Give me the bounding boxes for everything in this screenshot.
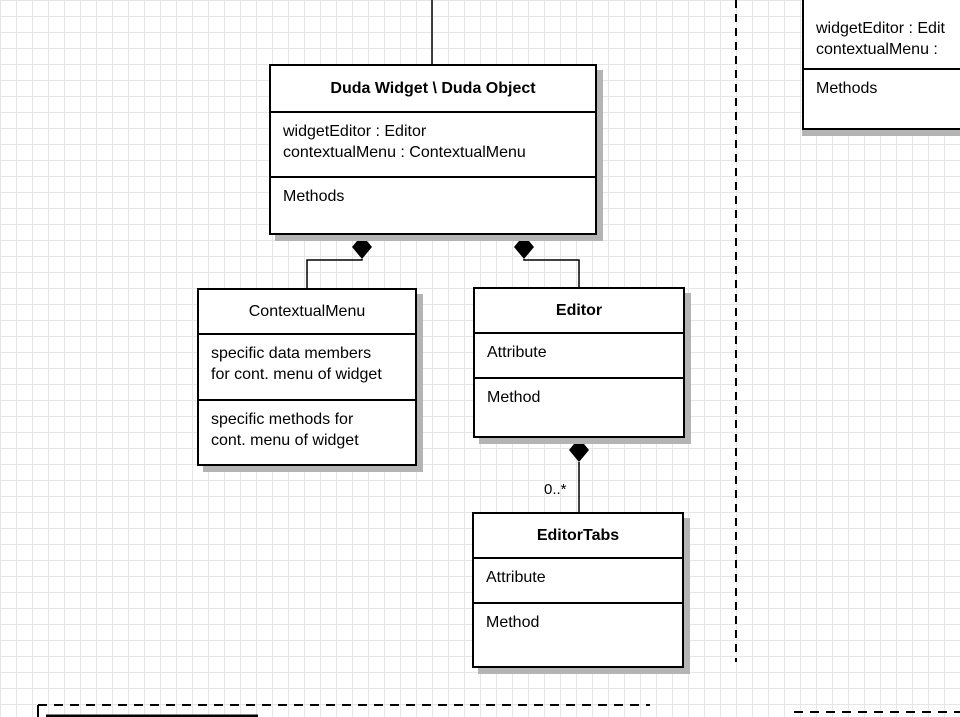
- class-name: EditorTabs: [474, 514, 682, 559]
- attributes-section: specific data members for cont. menu of …: [199, 335, 415, 401]
- class-duda-widget[interactable]: Duda Widget \ Duda Object widgetEditor :…: [269, 64, 597, 235]
- connector-widget-editor: [523, 259, 580, 288]
- composition-diamond-editortabs: [569, 438, 589, 462]
- attribute: specific data members: [211, 345, 372, 362]
- attribute: widgetEditor : Edit: [816, 20, 945, 37]
- method: Methods: [816, 80, 878, 97]
- connector-widget-contextualmenu: [306, 259, 363, 289]
- class-name: Editor: [475, 289, 683, 334]
- methods-section: Method: [474, 604, 682, 633]
- composition-diamond-editor: [514, 235, 534, 259]
- methods-section: Methods: [271, 178, 595, 207]
- methods-section: specific methods for cont. menu of widge…: [199, 401, 415, 451]
- method: Method: [487, 389, 541, 406]
- attribute: for cont. menu of widget: [211, 366, 382, 383]
- attribute: widgetEditor : Editor: [283, 123, 427, 140]
- composition-diamond-contextualmenu: [352, 235, 372, 259]
- attributes-section: Attribute: [474, 559, 682, 604]
- attributes-section: widgetEditor : Edit contextualMenu :: [804, 0, 960, 70]
- class-name: Duda Widget \ Duda Object: [271, 66, 595, 113]
- class-contextual-menu[interactable]: ContextualMenu specific data members for…: [197, 288, 417, 466]
- attribute: Attribute: [486, 569, 546, 586]
- class-editor-tabs[interactable]: EditorTabs Attribute Method: [472, 512, 684, 668]
- methods-section: Method: [475, 379, 683, 408]
- class-partial-right[interactable]: widgetEditor : Edit contextualMenu : Met…: [802, 0, 960, 130]
- attribute: contextualMenu : ContextualMenu: [283, 144, 526, 161]
- multiplicity-label: 0..*: [544, 481, 567, 498]
- method: Method: [486, 614, 540, 631]
- attributes-section: Attribute: [475, 334, 683, 379]
- class-name: ContextualMenu: [199, 290, 415, 335]
- methods-section: Methods: [804, 70, 960, 99]
- attributes-section: widgetEditor : Editor contextualMenu : C…: [271, 113, 595, 178]
- attribute: contextualMenu :: [816, 41, 938, 58]
- class-editor[interactable]: Editor Attribute Method: [473, 287, 685, 438]
- method: cont. menu of widget: [211, 432, 359, 449]
- method: specific methods for: [211, 411, 354, 428]
- method: Methods: [283, 188, 345, 205]
- attribute: Attribute: [487, 344, 547, 361]
